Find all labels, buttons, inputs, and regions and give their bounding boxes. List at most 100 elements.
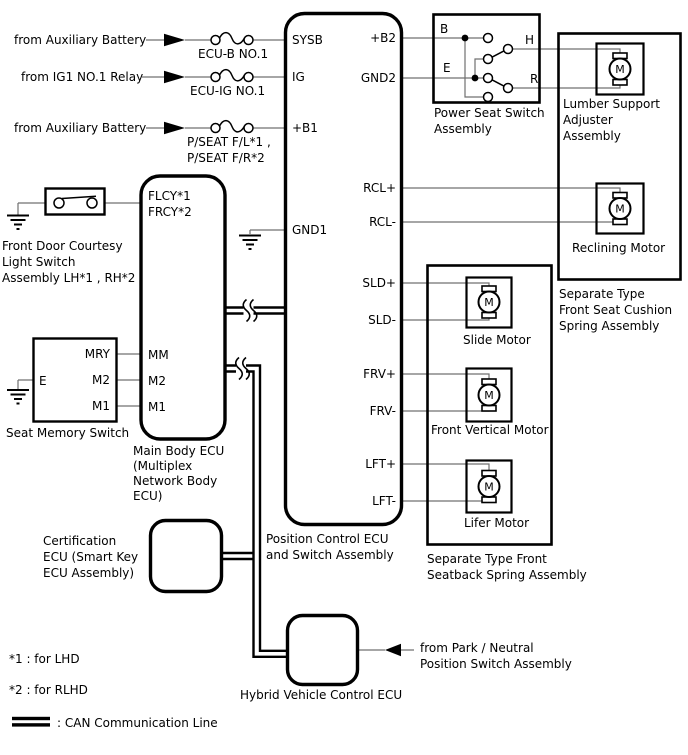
- pin-label-mm: MM: [148, 348, 169, 362]
- power-source-arrow-icon: [164, 70, 185, 84]
- pin-label-frcy: FRCY*2: [148, 205, 192, 219]
- main-body-ecu-label-2: (Multiplex: [133, 459, 192, 473]
- pin-label-sld-minus: SLD-: [368, 313, 396, 327]
- wire-sld-minus: [402, 317, 490, 321]
- can-communication-lines: [221, 298, 288, 658]
- can-break-icon: [249, 298, 258, 323]
- wire-lft-plus: [402, 463, 490, 472]
- main-body-ecu-label-3: Network Body: [133, 474, 217, 488]
- main-body-ecu-label-1: Main Body ECU: [133, 444, 224, 458]
- reclining-motor-icon: M: [608, 191, 632, 226]
- switch-contact: [482, 72, 494, 84]
- lumber-support-motor-icon: M: [608, 52, 632, 86]
- cushion-assembly-label-3: Spring Assembly: [559, 319, 659, 333]
- position-ecu-label-2: and Switch Assembly: [266, 548, 394, 562]
- lifer-motor-box: [465, 459, 513, 514]
- fuse-label-pseat-2: P/SEAT F/R*2: [187, 151, 265, 165]
- switch-contact: [86, 197, 98, 209]
- memory-pin-m2: M2: [92, 373, 110, 387]
- hybrid-vehicle-control-ecu-box: [285, 613, 360, 687]
- seatback-assembly-label-1: Separate Type Front: [427, 552, 547, 566]
- switch-pin-r: R: [530, 72, 538, 86]
- can-line-legend-icon: [12, 716, 50, 727]
- main-body-ecu-label-4: ECU): [133, 489, 162, 503]
- power-seat-switch-label-1: Power Seat Switch: [434, 106, 545, 120]
- can-break-gap-2: [236, 359, 246, 378]
- courtesy-switch-label-3: Assembly LH*1 , RH*2: [2, 271, 135, 285]
- motor-letter: M: [484, 481, 494, 494]
- cushion-assembly-label-2: Front Seat Cushion: [559, 303, 672, 317]
- wire-h-to-lumber: [512, 48, 621, 54]
- switch-contact: [53, 197, 65, 209]
- junction-dot: [471, 74, 479, 82]
- footnote-2: *2 : for RLHD: [9, 683, 88, 697]
- switch-contact: [502, 43, 514, 55]
- motor-letter: M: [615, 63, 625, 76]
- switch-contact: [482, 53, 494, 65]
- switch-contact: [482, 32, 494, 44]
- wire-frv-minus: [402, 410, 490, 412]
- pin-label-gnd2: GND2: [361, 71, 396, 85]
- slide-motor-label: Slide Motor: [463, 333, 531, 347]
- pin-label-lft-minus: LFT-: [372, 494, 396, 508]
- certification-ecu-label-2: ECU (Smart Key: [43, 550, 138, 564]
- pin-label-m2: M2: [148, 374, 166, 388]
- pin-label-b2: +B2: [370, 31, 396, 45]
- wire-frv-plus: [402, 373, 490, 380]
- pin-label-frv-plus: FRV+: [363, 367, 396, 381]
- source-label-ig1-relay: from IG1 NO.1 Relay: [21, 70, 143, 84]
- hybrid-ecu-label: Hybrid Vehicle Control ECU: [240, 688, 402, 702]
- power-seat-switch-contacts-icon: [461, 32, 514, 103]
- seatback-spring-assembly-box: [426, 264, 553, 546]
- park-neutral-label-2: Position Switch Assembly: [420, 657, 572, 671]
- can-break-gap-1: [243, 301, 254, 320]
- lumber-label-3: Assembly: [563, 129, 621, 143]
- power-source-arrow-icon: [164, 33, 185, 47]
- fuse-label-ecu-b: ECU-B NO.1: [198, 47, 268, 61]
- wire-r-to-lumber: [512, 84, 621, 89]
- pin-label-b1: +B1: [292, 121, 318, 135]
- park-neutral-label-1: from Park / Neutral: [420, 641, 534, 655]
- front-vertical-motor-label: Front Vertical Motor: [431, 423, 549, 437]
- courtesy-switch-label-2: Light Switch: [2, 255, 75, 269]
- courtesy-light-switch-box: [44, 187, 106, 216]
- seat-memory-switch-box: [32, 337, 118, 423]
- ground-icon-gnd1: [239, 234, 261, 250]
- can-break-icon: [241, 356, 251, 381]
- lumber-label-2: Adjuster: [563, 113, 613, 127]
- switch-contact: [502, 82, 514, 94]
- memory-pin-mry: MRY: [85, 347, 111, 361]
- text-labels: from Auxiliary Battery ECU-B NO.1 from I…: [2, 22, 672, 730]
- pin-label-rcl-minus: RCL-: [369, 215, 396, 229]
- wire-rcl-minus: [402, 221, 621, 224]
- power-source-arrow-icon: [164, 121, 185, 135]
- can-break-icon: [242, 298, 251, 323]
- cushion-spring-assembly-box: [557, 32, 682, 281]
- lumber-support-adjuster-box: [595, 42, 645, 96]
- memory-pin-e: E: [39, 374, 47, 388]
- cushion-assembly-label-1: Separate Type: [559, 287, 645, 301]
- ground-icon-seat-memory: [7, 389, 29, 405]
- fuse-ecu-ig-icon: [210, 68, 254, 83]
- wire-gnd1: [249, 229, 286, 234]
- wire-switch-e-bus: [474, 58, 484, 76]
- pin-label-sysb: SYSB: [292, 33, 323, 47]
- switch-blade-h: [491, 49, 505, 59]
- pin-label-sld-plus: SLD+: [362, 276, 396, 290]
- pin-label-gnd1: GND1: [292, 223, 327, 237]
- switch-blade: [61, 195, 97, 200]
- pin-label-ig: IG: [292, 70, 305, 84]
- can-break-icon: [234, 356, 244, 381]
- park-neutral-arrow-icon: [385, 643, 401, 657]
- slide-motor-icon: M: [477, 285, 501, 319]
- courtesy-switch-label-1: Front Door Courtesy: [2, 239, 123, 253]
- wire-switch-b-bus: [464, 38, 484, 98]
- pin-label-lft-plus: LFT+: [365, 457, 396, 471]
- motor-letter: M: [615, 203, 625, 216]
- motor-letter: M: [484, 389, 494, 402]
- switch-blade-r: [491, 78, 505, 88]
- lifer-motor-icon: M: [477, 469, 501, 504]
- switch-contact: [482, 91, 494, 103]
- motor-letter: M: [484, 296, 494, 309]
